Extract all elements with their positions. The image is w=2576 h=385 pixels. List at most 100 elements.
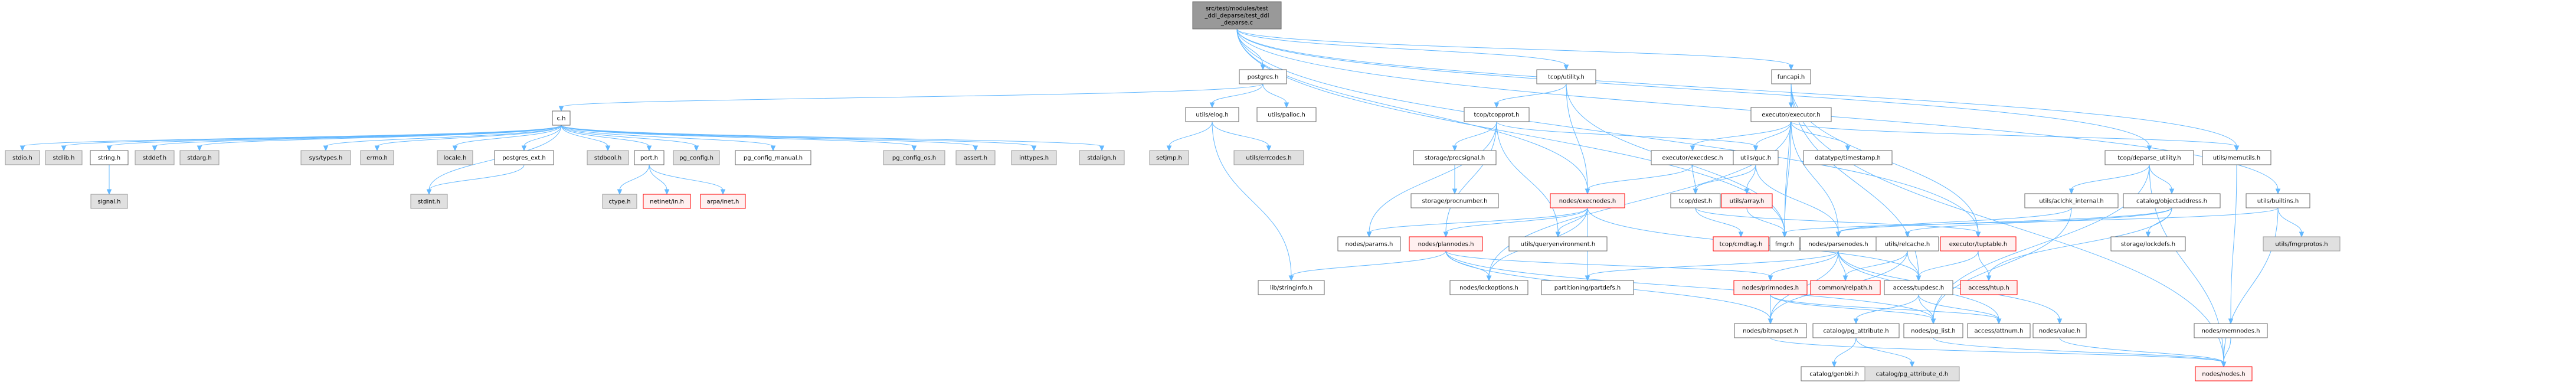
arrowhead-icon [1845,145,1851,152]
node-string[interactable]: string.h [90,150,129,165]
node-partdefs[interactable]: partitioning/partdefs.h [1541,280,1634,295]
node-procsignal[interactable]: storage/procsignal.h [1413,150,1497,165]
edge-line [1834,337,1857,363]
node-box [2263,236,2341,252]
node-assert[interactable]: assert.h [955,150,996,165]
arrowhead-icon [152,145,158,152]
arrowhead-icon [1452,145,1458,152]
node-lockdefs[interactable]: storage/lockdefs.h [2110,236,2186,252]
node-stdbool[interactable]: stdbool.h [587,150,629,165]
edge-c-to-stdbool [561,125,611,152]
node-box [437,150,473,165]
node-tcopprot[interactable]: tcop/tcopprot.h [1464,107,1530,122]
node-stdlib[interactable]: stdlib.h [45,150,83,165]
node-locale[interactable]: locale.h [437,150,473,165]
node-box [494,150,554,165]
node-attnum[interactable]: access/attnum.h [1967,323,2031,338]
node-objectaddress[interactable]: catalog/objectaddress.h [2123,193,2221,208]
node-fmgrprotos[interactable]: utils/fmgrprotos.h [2263,236,2341,252]
node-box [1541,280,1634,295]
node-utility[interactable]: tcop/utility.h [1536,69,1596,84]
node-elog[interactable]: utils/elog.h [1185,107,1239,122]
node-box [700,194,746,209]
node-postgres_ext[interactable]: postgres_ext.h [494,150,554,165]
edge-executor-to-timestamp [1791,121,1851,152]
node-label: utils/errcodes.h [1246,155,1291,162]
edge-line [1692,121,1792,147]
node-memutils[interactable]: utils/memutils.h [2202,150,2271,165]
node-executor[interactable]: executor/executor.h [1750,107,1832,122]
node-aclchk[interactable]: utils/aclchk_internal.h [2024,193,2119,208]
node-array[interactable]: utils/array.h [1721,193,1773,208]
node-label: utils/fmgrprotos.h [2275,242,2328,248]
node-value[interactable]: nodes/value.h [2032,323,2087,338]
node-parsenodes[interactable]: nodes/parsenodes.h [1800,236,1877,252]
node-errcodes[interactable]: utils/errcodes.h [1233,150,1304,165]
node-lockoptions[interactable]: nodes/lockoptions.h [1449,280,1528,295]
edge-memnodes-to-nodes [2221,337,2231,368]
node-label: c.h [557,116,565,122]
node-htup[interactable]: access/htup.h [1960,280,2018,295]
node-execdesc[interactable]: executor/execdesc.h [1651,150,1734,165]
node-pg_attribute_d[interactable]: catalog/pg_attribute_d.h [1864,366,1960,381]
arrowhead-icon [646,145,652,152]
node-timestamp[interactable]: datatype/timestamp.h [1803,150,1893,165]
node-port[interactable]: port.h [634,150,665,165]
node-primnodes[interactable]: nodes/primnodes.h [1733,280,1808,295]
node-plannodes[interactable]: nodes/plannodes.h [1409,236,1483,252]
node-pg_list[interactable]: nodes/pg_list.h [1903,323,1963,338]
node-stdarg[interactable]: stdarg.h [179,150,220,165]
node-box [1185,107,1239,122]
node-nodes[interactable]: nodes/nodes.h [2195,366,2253,381]
node-ctype[interactable]: ctype.h [602,194,637,209]
nodes-layer: src/test/modules/test_ddl_deparse/test_d… [5,1,2341,381]
node-netinet[interactable]: netinet/in.h [643,194,691,209]
arrowhead-icon [1585,188,1590,195]
node-tuptable[interactable]: executor/tuptable.h [1940,236,2017,252]
node-fmgr[interactable]: fmgr.h [1769,236,1800,252]
edge-elog-to-stringinfo [1212,121,1294,282]
node-stringinfo[interactable]: lib/stringinfo.h [1258,280,1325,295]
node-palloc[interactable]: utils/palloc.h [1256,107,1317,122]
node-dest[interactable]: tcop/dest.h [1670,193,1721,208]
node-relpath[interactable]: common/relpath.h [1810,280,1881,295]
node-builtins[interactable]: utils/builtins.h [2246,193,2310,208]
node-bitmapset[interactable]: nodes/bitmapset.h [1734,323,1807,338]
node-memnodes[interactable]: nodes/memnodes.h [2194,323,2268,338]
node-stdalign[interactable]: stdalign.h [1079,150,1125,165]
node-stddef[interactable]: stddef.h [135,150,175,165]
node-setjmp[interactable]: setjmp.h [1149,150,1189,165]
node-procnumber[interactable]: storage/procnumber.h [1410,193,1499,208]
node-tupdesc[interactable]: access/tupdesc.h [1884,280,1953,295]
arrowhead-icon [1842,275,1848,282]
edge-line [1770,294,1999,320]
edge-procsignal-to-procnumber [1452,164,1458,195]
node-deparse_utility[interactable]: tcop/deparse_utility.h [2104,150,2194,165]
node-label: utils/relcache.h [1885,242,1930,248]
node-systypes[interactable]: sys/types.h [300,150,351,165]
node-errno[interactable]: errno.h [360,150,394,165]
node-params[interactable]: nodes/params.h [1337,236,1401,252]
edge-line [1791,121,1848,147]
node-cmdtag[interactable]: tcop/cmdtag.h [1713,236,1769,252]
node-stdio[interactable]: stdio.h [5,150,40,165]
node-pg_config[interactable]: pg_config.h [673,150,720,165]
node-arpa[interactable]: arpa/inet.h [700,194,746,209]
node-pg_config_manual[interactable]: pg_config_manual.h [735,150,811,165]
node-label: stdint.h [418,199,440,205]
node-funcapi[interactable]: funcapi.h [1771,69,1811,84]
node-relcache[interactable]: utils/relcache.h [1875,236,1939,252]
edge-line [1784,121,1792,233]
node-c[interactable]: c.h [552,110,571,126]
node-execnodes[interactable]: nodes/execnodes.h [1550,193,1625,208]
node-postgres[interactable]: postgres.h [1239,69,1287,84]
node-pg_config_os[interactable]: pg_config_os.h [883,150,945,165]
node-guc[interactable]: utils/guc.h [1733,150,1779,165]
node-inttypes[interactable]: inttypes.h [1011,150,1057,165]
edge-executor-to-execdesc [1690,121,1792,152]
node-signal[interactable]: signal.h [90,194,128,209]
node-queryenv[interactable]: utils/queryenvironment.h [1508,236,1608,252]
node-genbki[interactable]: catalog/genbki.h [1801,366,1868,381]
node-stdint[interactable]: stdint.h [410,194,448,209]
node-pg_attribute[interactable]: catalog/pg_attribute.h [1812,323,1900,338]
